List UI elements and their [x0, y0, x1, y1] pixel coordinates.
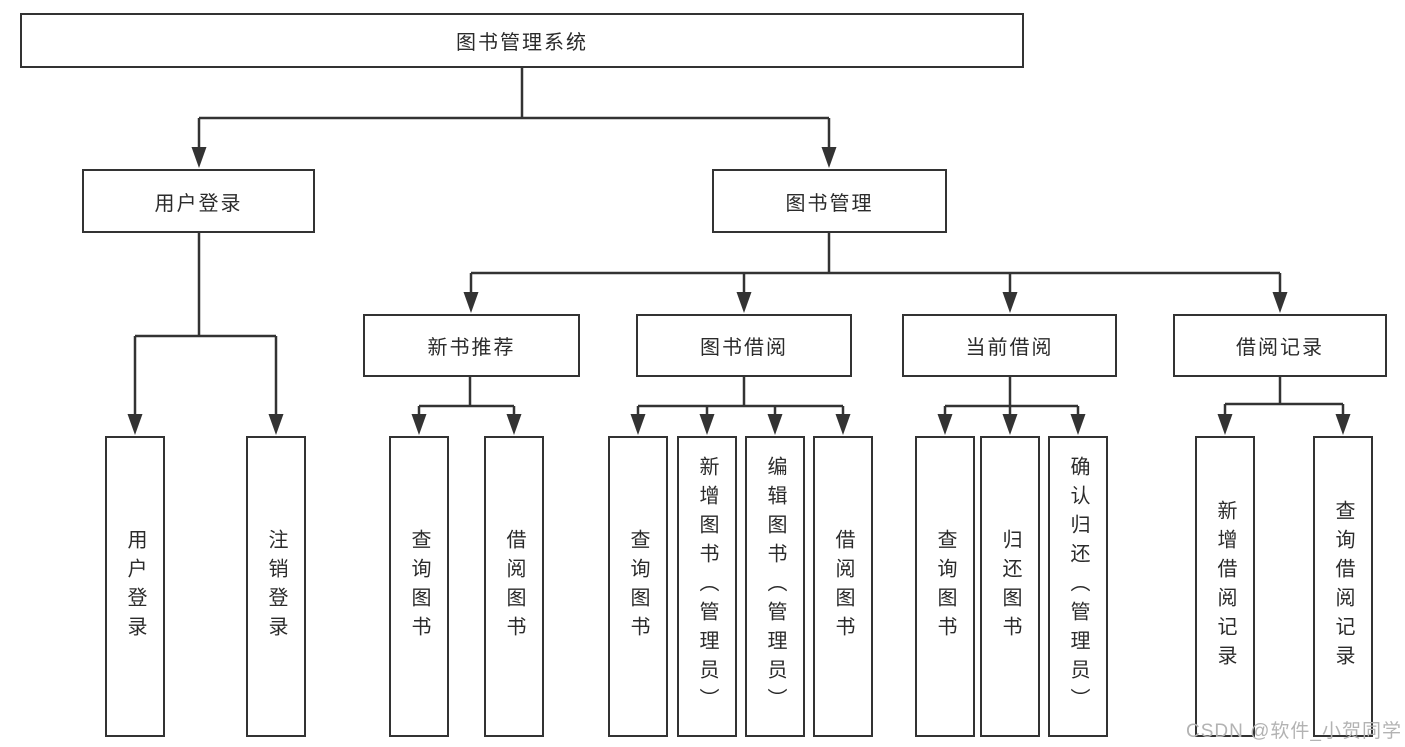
node-borrowing-records-label: 借阅记录	[1236, 337, 1324, 359]
leaf-query-books-current-label: 查询图书	[934, 528, 956, 645]
leaf-query-books-recommend-label: 查询图书	[408, 528, 430, 645]
leaf-add-book-admin-label: 新增图书（管理员）	[696, 456, 718, 717]
leaf-query-borrow-record: 查询借阅记录	[1313, 436, 1373, 737]
leaf-borrow-books-borrowing-label: 借阅图书	[832, 528, 854, 645]
leaf-logout-label: 注销登录	[265, 528, 287, 645]
leaf-query-books-borrowing: 查询图书	[608, 436, 668, 737]
node-root: 图书管理系统	[20, 13, 1024, 68]
leaf-add-borrow-record: 新增借阅记录	[1195, 436, 1255, 737]
leaf-add-borrow-record-label: 新增借阅记录	[1214, 499, 1236, 674]
leaf-return-book: 归还图书	[980, 436, 1040, 737]
node-book-borrowing: 图书借阅	[636, 314, 852, 377]
leaf-borrow-books-recommend-label: 借阅图书	[503, 528, 525, 645]
node-user-login: 用户登录	[82, 169, 315, 233]
node-current-borrowing: 当前借阅	[902, 314, 1117, 377]
leaf-edit-book-admin: 编辑图书（管理员）	[745, 436, 805, 737]
csdn-watermark: CSDN @软件_小贺同学	[1186, 721, 1402, 742]
node-user-login-label: 用户登录	[154, 192, 243, 215]
leaf-confirm-return-admin: 确认归还（管理员）	[1048, 436, 1108, 737]
node-current-borrowing-label: 当前借阅	[965, 337, 1054, 359]
leaf-edit-book-admin-label: 编辑图书（管理员）	[764, 456, 786, 717]
node-book-management: 图书管理	[712, 169, 947, 233]
leaf-query-books-borrowing-label: 查询图书	[627, 528, 649, 645]
leaf-user-login: 用户登录	[105, 436, 165, 737]
node-new-book-recommend-label: 新书推荐	[427, 337, 516, 359]
leaf-borrow-books-recommend: 借阅图书	[484, 436, 544, 737]
node-borrowing-records: 借阅记录	[1173, 314, 1387, 377]
node-new-book-recommend: 新书推荐	[363, 314, 580, 377]
leaf-query-books-recommend: 查询图书	[389, 436, 449, 737]
leaf-return-book-label: 归还图书	[999, 528, 1021, 645]
leaf-borrow-books-borrowing: 借阅图书	[813, 436, 873, 737]
node-book-management-label: 图书管理	[785, 192, 874, 215]
leaf-confirm-return-admin-label: 确认归还（管理员）	[1067, 456, 1089, 717]
node-root-label: 图书管理系统	[456, 32, 588, 54]
leaf-add-book-admin: 新增图书（管理员）	[677, 436, 737, 737]
leaf-query-books-current: 查询图书	[915, 436, 975, 737]
leaf-user-login-label: 用户登录	[124, 528, 146, 645]
leaf-logout: 注销登录	[246, 436, 306, 737]
leaf-query-borrow-record-label: 查询借阅记录	[1332, 499, 1354, 674]
node-book-borrowing-label: 图书借阅	[700, 337, 788, 359]
